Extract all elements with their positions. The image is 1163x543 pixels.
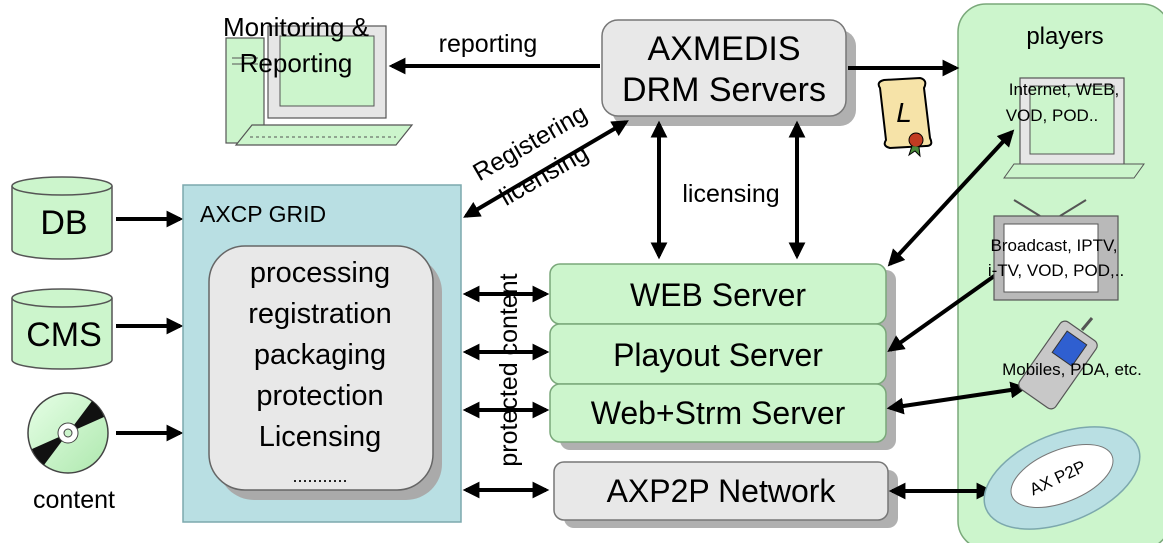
db-cylinder-icon [11,176,113,260]
license-icon-letter: L [896,97,912,128]
monitoring-label-line1: Monitoring & [223,12,369,42]
mobile-phone-icon [1018,317,1098,410]
grid-item-licensing: Licensing [259,421,382,453]
grid-title: AXCP GRID [200,201,326,227]
webstrm-server-box [549,383,887,443]
broadcast-label-line1: Broadcast, IPTV, [991,236,1118,255]
drm-servers-box [601,19,847,117]
cms-label: CMS [26,316,102,354]
registering-licensing-arrow [463,120,629,218]
monitoring-computer-icon [225,25,414,146]
db-label: DB [40,204,87,242]
content-label: content [33,486,115,514]
grid-item-protection: protection [256,380,383,412]
web-server-label: WEB Server [630,277,806,313]
p2p-player-icon [983,426,1141,530]
web-to-internet-arrow [887,129,1015,267]
tv-icon [993,199,1119,301]
webstrm-to-mobile-arrow [886,381,1028,415]
drm-title-line1: AXMEDIS [647,30,800,68]
internet-label-line1: Internet, WEB, [1009,80,1120,99]
grid-item-registration: registration [248,298,391,330]
reporting-label: reporting [439,30,538,58]
grid-item-packaging: packaging [254,339,386,371]
grid-item-processing: processing [250,257,390,289]
protected-content-label: protected content [495,273,523,466]
cd-disc-icon [27,392,109,474]
grid-process-box [208,245,434,491]
p2p-network-box [553,461,889,521]
players-title: players [1026,23,1103,50]
monitoring-label-line2: Reporting [240,48,353,78]
playout-server-label: Playout Server [613,337,823,373]
mobiles-label: Mobiles, PDA, etc. [1002,360,1142,379]
drm-title-line2: DRM Servers [622,71,826,109]
licensing-label: licensing [682,180,779,208]
webstrm-server-label: Web+Strm Server [591,395,846,431]
internet-label-line2: VOD, POD.. [1006,106,1099,125]
p2p-network-label: AXP2P Network [607,473,837,509]
cms-cylinder-icon [11,288,113,370]
broadcast-label-line2: i-TV, VOD, POD,.. [988,261,1124,280]
playout-to-broadcast-arrow [887,260,1017,352]
internet-computer-icon [1003,77,1145,179]
grid-item-more: ........... [292,466,347,486]
